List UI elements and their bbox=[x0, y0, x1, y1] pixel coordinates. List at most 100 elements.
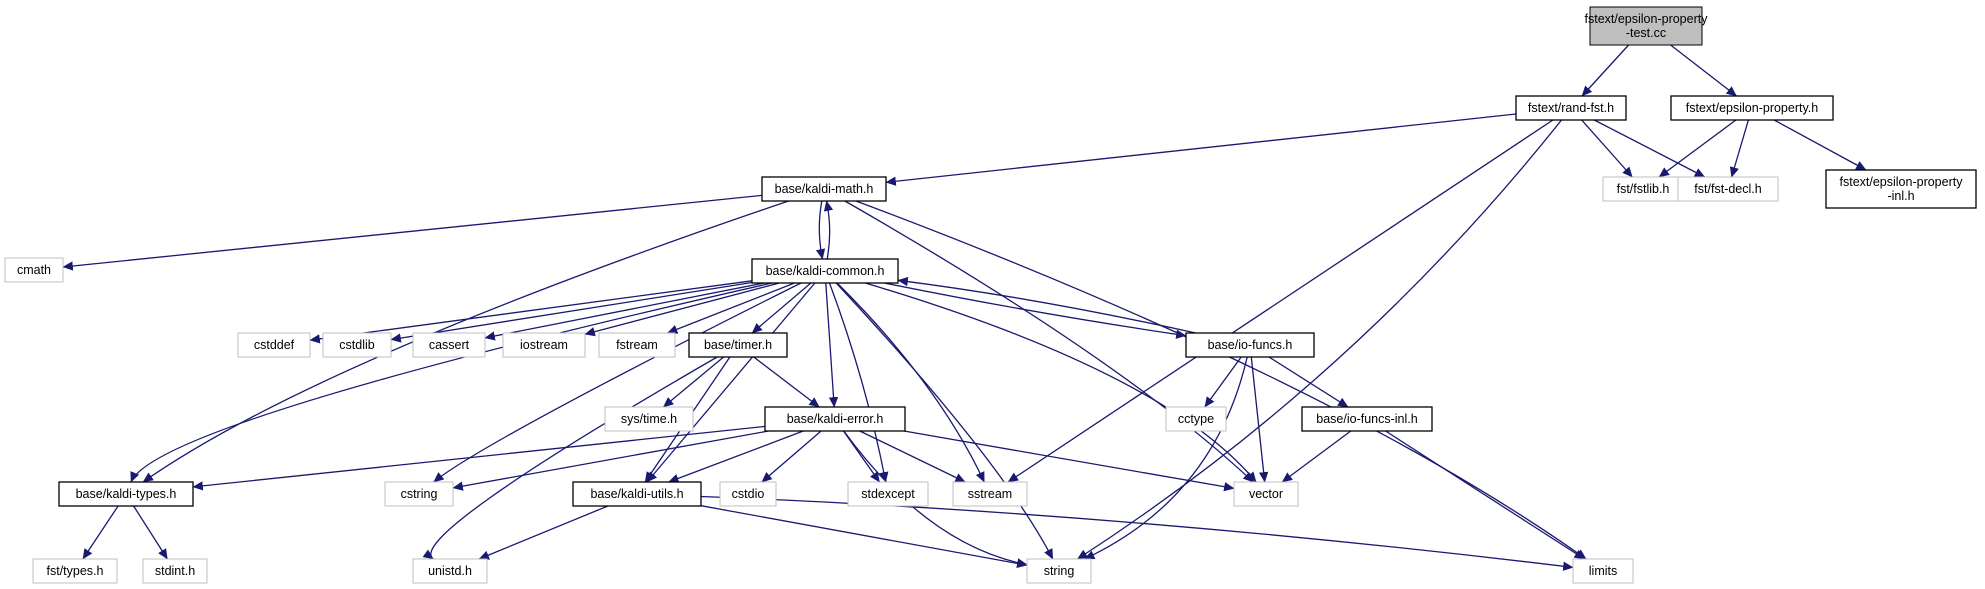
node-limits: limits bbox=[1572, 558, 1634, 584]
edge-kaldi_error-to-kaldi_utils bbox=[668, 430, 804, 483]
node-epsilon-property-h[interactable]: fstext/epsilon-property.h bbox=[1670, 95, 1834, 121]
node-label: base/kaldi-types.h bbox=[76, 487, 177, 501]
node-label: fstext/epsilon-property bbox=[1585, 12, 1709, 26]
edge-kaldi_common-to-kaldi_utils bbox=[646, 282, 816, 483]
node-label: -inl.h bbox=[1887, 189, 1914, 203]
node-kaldi-utils[interactable]: base/kaldi-utils.h bbox=[572, 481, 702, 507]
edge-kaldi_error-to-kaldi_types bbox=[192, 425, 766, 491]
edge-kaldi_math-to-cmath bbox=[62, 194, 763, 271]
node-box bbox=[719, 481, 777, 507]
edge-kaldi_common-to-kaldi_types bbox=[130, 282, 773, 483]
node-label: base/io-funcs-inl.h bbox=[1316, 412, 1417, 426]
node-box bbox=[1026, 558, 1092, 584]
node-string: string bbox=[1026, 558, 1092, 584]
edge-kaldi_error-to-sstream bbox=[859, 430, 966, 483]
node-stdint: stdint.h bbox=[142, 558, 208, 584]
edge-kaldi_error-to-cstdio bbox=[761, 430, 822, 483]
node-kaldi-error[interactable]: base/kaldi-error.h bbox=[764, 406, 906, 432]
node-box bbox=[1825, 169, 1977, 209]
node-label: fstext/rand-fst.h bbox=[1528, 101, 1614, 115]
node-box bbox=[604, 406, 694, 432]
node-label: base/kaldi-error.h bbox=[787, 412, 884, 426]
node-label: fst/fst-decl.h bbox=[1694, 182, 1761, 196]
node-io-funcs[interactable]: base/io-funcs.h bbox=[1185, 332, 1315, 358]
node-box bbox=[1602, 176, 1684, 202]
node-label: sstream bbox=[968, 487, 1012, 501]
node-box bbox=[572, 481, 702, 507]
edge-kaldi_error-to-cstring bbox=[452, 430, 769, 491]
edge-kaldi_common-to-cstring bbox=[433, 282, 802, 483]
edge-epsilon_property_h-to-fst_decl bbox=[1729, 119, 1750, 178]
node-fstream: fstream bbox=[598, 332, 676, 358]
node-box bbox=[1677, 176, 1779, 202]
node-iostream: iostream bbox=[502, 332, 586, 358]
node-box bbox=[32, 558, 118, 584]
edge-kaldi_common-to-cstdlib bbox=[390, 281, 753, 343]
edge-kaldi_utils-to-limits bbox=[700, 495, 1574, 571]
node-box bbox=[4, 257, 64, 283]
node-timer[interactable]: base/timer.h bbox=[688, 332, 788, 358]
node-kaldi-math[interactable]: base/kaldi-math.h bbox=[761, 176, 887, 202]
node-vector: vector bbox=[1233, 481, 1299, 507]
node-label: fst/fstlib.h bbox=[1617, 182, 1670, 196]
node-unistd: unistd.h bbox=[412, 558, 488, 584]
node-box bbox=[412, 558, 488, 584]
edge-kaldi_error-to-string bbox=[843, 430, 1028, 568]
node-rand-fst[interactable]: fstext/rand-fst.h bbox=[1515, 95, 1627, 121]
node-cstring: cstring bbox=[384, 481, 454, 507]
edge-kaldi_utils-to-unistd bbox=[478, 505, 609, 560]
edge-kaldi_common-to-sstream bbox=[836, 282, 985, 483]
edge-kaldi_common-to-string bbox=[835, 282, 1054, 560]
edge-timer-to-kaldi_error bbox=[753, 356, 820, 408]
node-box bbox=[764, 406, 906, 432]
node-epsilon-property-inl[interactable]: fstext/epsilon-property-inl.h bbox=[1825, 169, 1977, 209]
node-stdexcept: stdexcept bbox=[847, 481, 929, 507]
node-box bbox=[412, 332, 486, 358]
node-box bbox=[598, 332, 676, 358]
edge-kaldi_math-to-vector bbox=[844, 200, 1254, 483]
node-sstream: sstream bbox=[952, 481, 1028, 507]
edge-rand_fst-to-fst_decl bbox=[1594, 119, 1706, 178]
edge-kaldi_common-to-timer bbox=[751, 282, 812, 334]
node-label: sys/time.h bbox=[621, 412, 677, 426]
node-box bbox=[1670, 95, 1834, 121]
node-cstdio: cstdio bbox=[719, 481, 777, 507]
node-label: -test.cc bbox=[1626, 26, 1666, 40]
node-label: cassert bbox=[429, 338, 470, 352]
node-box bbox=[1165, 406, 1227, 432]
node-box bbox=[1301, 406, 1433, 432]
node-io-funcs-inl[interactable]: base/io-funcs-inl.h bbox=[1301, 406, 1433, 432]
node-cstddef: cstddef bbox=[237, 332, 311, 358]
node-fst-decl: fst/fst-decl.h bbox=[1677, 176, 1779, 202]
node-box bbox=[1185, 332, 1315, 358]
node-box bbox=[751, 258, 899, 284]
node-box bbox=[237, 332, 311, 358]
edge-io_funcs-to-string bbox=[1084, 356, 1248, 560]
node-label: stdexcept bbox=[861, 487, 915, 501]
node-box bbox=[761, 176, 887, 202]
edge-timer-to-unistd bbox=[422, 356, 718, 560]
node-kaldi-common[interactable]: base/kaldi-common.h bbox=[751, 258, 899, 284]
edge-kaldi_common-to-fstream bbox=[667, 282, 795, 334]
edge-rand_fst-to-kaldi_math bbox=[885, 113, 1517, 186]
edge-io_funcs-to-kaldi_common bbox=[897, 276, 1196, 334]
node-label: fstext/epsilon-property.h bbox=[1686, 101, 1819, 115]
file-nodes: fstext/epsilon-property-test.cc fstext/ra… bbox=[4, 6, 1977, 584]
node-kaldi-types[interactable]: base/kaldi-types.h bbox=[58, 481, 194, 507]
node-fst-types: fst/types.h bbox=[32, 558, 118, 584]
node-label: base/io-funcs.h bbox=[1208, 338, 1293, 352]
edge-kaldi_utils-to-string bbox=[700, 505, 1028, 569]
edge-io_funcs_inl-to-limits bbox=[1385, 430, 1585, 560]
edge-io_funcs-to-cctype bbox=[1204, 356, 1242, 408]
node-cmath: cmath bbox=[4, 257, 64, 283]
node-label: cmath bbox=[17, 263, 51, 277]
edge-kaldi_common-to-vector bbox=[865, 282, 1257, 483]
node-cassert: cassert bbox=[412, 332, 486, 358]
edge-kaldi_common-to-cassert bbox=[484, 282, 765, 341]
node-epsilon-property-test[interactable]: fstext/epsilon-property-test.cc bbox=[1585, 6, 1709, 46]
node-cctype: cctype bbox=[1165, 406, 1227, 432]
edge-kaldi_common-to-iostream bbox=[584, 282, 780, 337]
node-box bbox=[1233, 481, 1299, 507]
edge-epsilon_property_h-to-epsilon_property_inl bbox=[1773, 119, 1867, 171]
